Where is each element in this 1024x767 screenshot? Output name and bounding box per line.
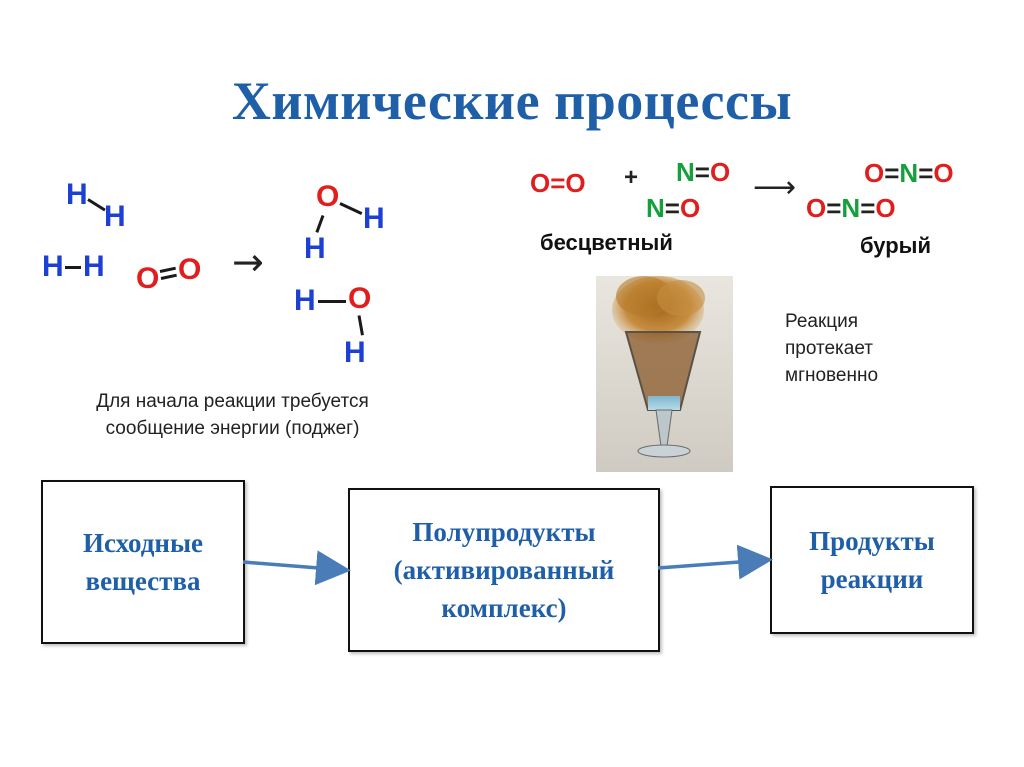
label-brown: бурый xyxy=(860,233,931,258)
reaction-arrow-icon: → xyxy=(232,240,264,284)
reactants-label: Исходные вещества xyxy=(82,528,204,596)
intermediate-box: Полупродукты (активированный комплекс) xyxy=(348,488,660,652)
hydrogen-atom: H xyxy=(294,284,316,317)
products-box: Продукты реакции xyxy=(770,486,974,634)
no-formula-bottom: N=O xyxy=(646,193,701,223)
o2-formula: O=O xyxy=(530,168,586,198)
plus-sign: + xyxy=(624,164,639,191)
no2-formula-bottom: O=N=O xyxy=(806,193,896,223)
label-colorless: бесцветный xyxy=(540,230,673,255)
bond xyxy=(318,300,346,303)
bond xyxy=(65,266,81,269)
reaction-arrow-icon: ⟶ xyxy=(753,170,797,205)
hydrogen-atom: H xyxy=(363,202,385,235)
hydrogen-atom: H xyxy=(304,232,326,265)
products-label: Продукты реакции xyxy=(809,526,935,594)
slide-title: Химические процессы xyxy=(231,71,793,131)
right-note: Реакция протекает мгновенно xyxy=(785,311,879,386)
reactants-box: Исходные вещества xyxy=(41,480,245,644)
hydrogen-atom: H xyxy=(83,250,105,283)
hydrogen-atom: H xyxy=(42,250,64,283)
oxygen-atom: O xyxy=(136,262,160,295)
hydrogen-atom: H xyxy=(66,178,88,211)
left-note: Для начала реакции требуется сообщение э… xyxy=(96,391,369,439)
no-formula-top: N=O xyxy=(676,157,731,187)
oxygen-atom: O xyxy=(316,180,340,213)
glass-with-brown-gas-photo xyxy=(596,276,733,472)
oxygen-atom: O xyxy=(348,282,372,315)
oxygen-atom: O xyxy=(178,253,202,286)
hydrogen-atom: H xyxy=(344,336,366,369)
intermediate-label: Полупродукты (активированный комплекс) xyxy=(393,517,615,623)
hydrogen-atom: H xyxy=(104,200,126,233)
flow-arrow-2 xyxy=(657,544,773,580)
flow-arrow-1 xyxy=(242,550,351,586)
no2-formula-top: O=N=O xyxy=(864,158,954,188)
